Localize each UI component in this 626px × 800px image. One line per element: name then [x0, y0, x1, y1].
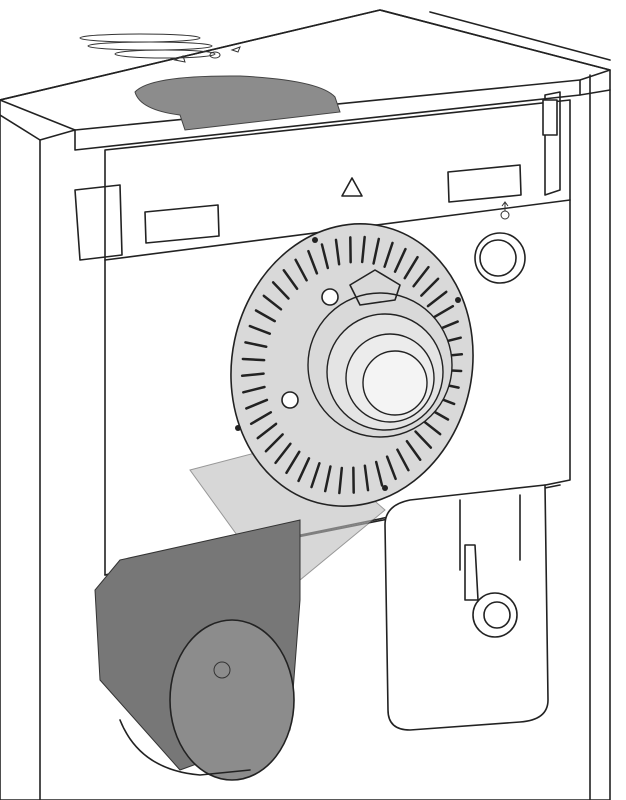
lower-compartment — [384, 484, 549, 731]
plate-slot — [297, 457, 311, 483]
flue-plate — [230, 223, 474, 507]
plate-slot — [421, 419, 442, 436]
plate-slot — [372, 237, 381, 265]
plate-slot — [396, 448, 410, 472]
plate-slot — [249, 411, 273, 426]
plate-slot — [262, 294, 283, 311]
flue-top-shade — [134, 75, 341, 131]
plate-slot — [294, 258, 308, 282]
plate-slot — [248, 324, 272, 335]
label-plate-right — [447, 164, 522, 203]
plate-slot — [242, 385, 266, 394]
plate-slot — [431, 304, 455, 319]
plate-slot — [240, 372, 265, 378]
plate-slot — [405, 440, 422, 461]
pipe-connector — [474, 232, 526, 284]
warning-triangle-icon — [341, 177, 363, 197]
plate-slot — [285, 450, 301, 475]
plate-slot — [274, 442, 292, 465]
plate-slot — [393, 247, 407, 273]
plate-slot — [426, 290, 448, 308]
valve — [464, 544, 518, 638]
plate-slot — [256, 422, 278, 440]
plate-slot — [254, 309, 276, 323]
plate-slot — [241, 357, 266, 362]
plate-slot — [264, 433, 284, 453]
plate-slot — [244, 341, 268, 349]
plate-slot — [338, 466, 344, 495]
fan-housing — [169, 619, 295, 781]
plate-slot — [412, 265, 430, 288]
plate-slot — [360, 235, 366, 264]
plate-slot — [385, 455, 397, 481]
plate-slot — [245, 398, 269, 410]
plate-slot — [282, 269, 299, 290]
plate-slot — [320, 243, 330, 270]
plate-slot — [363, 464, 370, 492]
top-vents — [79, 33, 241, 63]
plate-slot — [414, 430, 433, 449]
plate-slot — [310, 462, 321, 489]
plate-slot — [334, 238, 341, 266]
flow-up-arrow-icon — [500, 201, 510, 220]
plate-slot — [307, 249, 319, 275]
plate-slot — [271, 281, 290, 300]
plate-slot — [403, 255, 419, 280]
plate-slot — [323, 465, 332, 493]
plate-slot — [420, 277, 440, 297]
plate-slot — [374, 460, 384, 487]
plate-slot — [383, 241, 394, 268]
label-plate-left — [144, 204, 220, 244]
